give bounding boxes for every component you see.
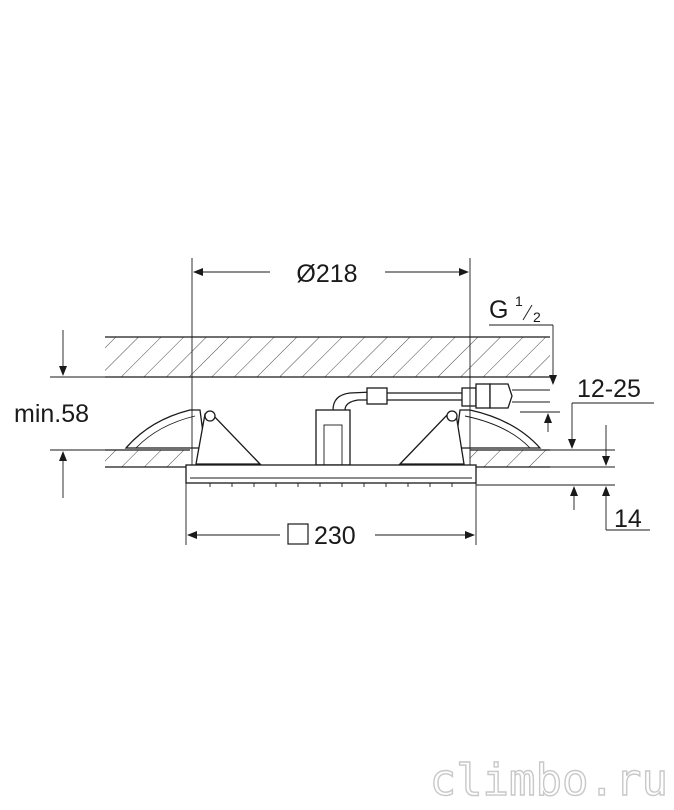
square-dimension: 230 <box>185 483 477 550</box>
min-depth-dimension: min.58 <box>14 330 105 498</box>
diameter-label: Ø218 <box>296 260 357 288</box>
shower-head <box>124 383 550 487</box>
plate-thickness-dimension: 14 <box>476 425 650 533</box>
watermark-text: climbo.ru <box>430 755 668 806</box>
min-depth-label: min.58 <box>14 400 89 428</box>
thread-range-dimension: 12-25 <box>520 375 654 451</box>
false-ceiling <box>105 449 550 468</box>
thread-denominator: 2 <box>533 309 541 325</box>
diameter-dimension: Ø218 <box>191 258 471 465</box>
plate-thickness-label: 14 <box>614 505 642 533</box>
square-symbol-icon <box>287 523 309 545</box>
thread-label: G 1 2 <box>489 293 557 385</box>
thread-numerator: 1 <box>515 293 523 309</box>
square-label: 230 <box>314 522 356 550</box>
thread-letter: G <box>489 296 508 324</box>
thread-range-label: 12-25 <box>577 375 641 403</box>
ceiling-slab <box>105 336 550 378</box>
